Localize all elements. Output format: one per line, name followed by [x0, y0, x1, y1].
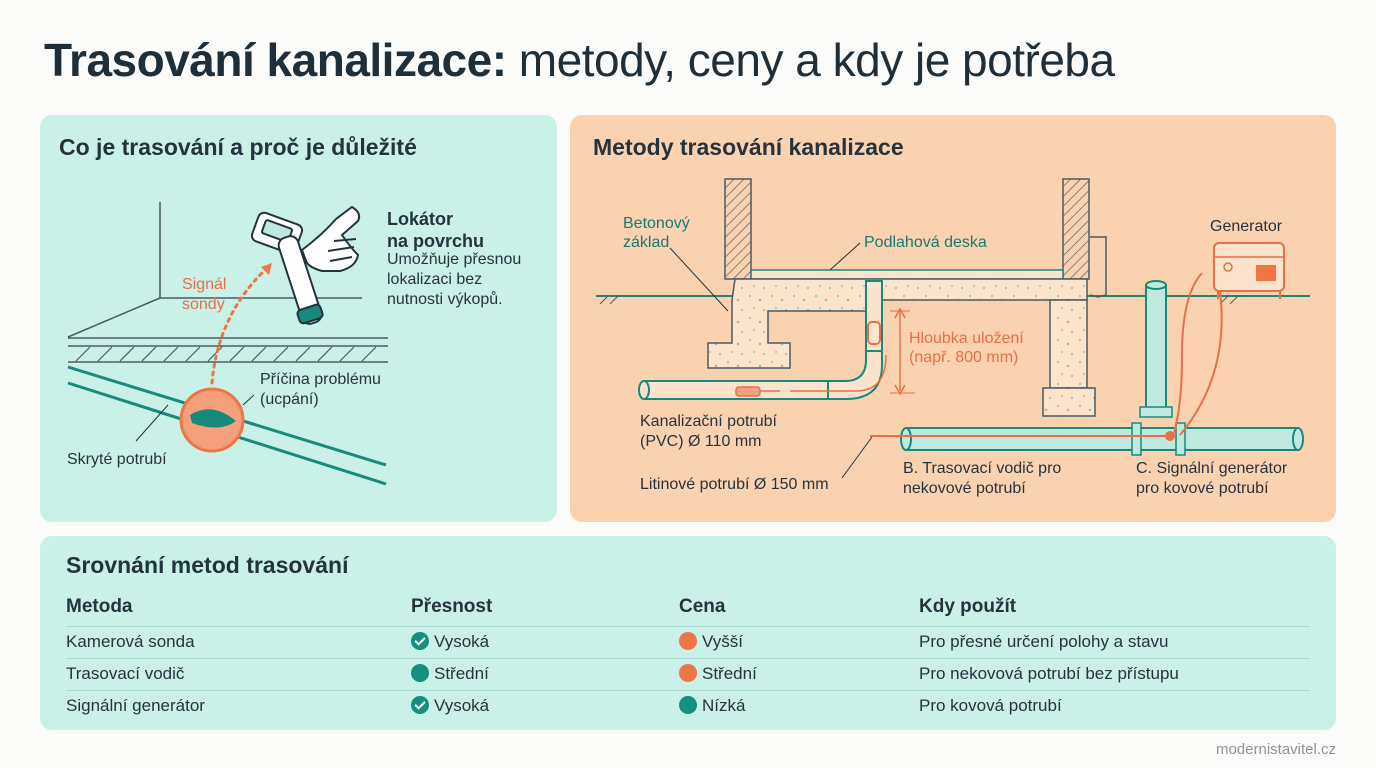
- teal-dot-icon: [679, 696, 697, 715]
- method-c-label-2: pro kovové potrubí: [1136, 480, 1269, 497]
- locator-title-2: na povrchu: [387, 231, 485, 251]
- teal-dot-icon: [411, 664, 429, 682]
- title-bold: Trasování kanalizace:: [44, 34, 507, 86]
- depth-label-2: (např. 800 mm): [909, 349, 1019, 366]
- price-value: Nízká: [702, 696, 746, 716]
- intro-heading: Co je trasování a proč je důležité: [59, 134, 417, 160]
- locator-desc-2: lokalizaci bez: [387, 271, 483, 288]
- method-c-label-1: C. Signální generátor: [1136, 460, 1288, 477]
- when-cell: Pro přesné určení polohy a stavu: [919, 625, 1310, 658]
- title-regular: metody, ceny a kdy je potřeba: [506, 34, 1115, 86]
- pvc-label-2: (PVC) Ø 110 mm: [640, 433, 762, 450]
- locator-desc-3: nutnosti výkopů.: [387, 291, 503, 308]
- column-header-method: Metoda: [66, 588, 411, 627]
- price-cell: Střední: [679, 657, 919, 690]
- cause-label-1: Příčina problému: [260, 371, 381, 388]
- floor-slab-label: Podlahová deska: [864, 234, 987, 251]
- signal-label-2: sondy: [182, 296, 225, 313]
- generator-label: Generator: [1210, 218, 1283, 235]
- comparison-heading: Srovnání metod trasování: [66, 552, 349, 578]
- price-cell: Nízká: [679, 689, 919, 722]
- comparison-panel: Srovnání metod trasování Metoda Přesnost…: [40, 536, 1336, 730]
- locator-illustration: [67, 202, 388, 486]
- method-cell: Kamerová sonda: [66, 625, 411, 658]
- table-row: Kamerová sonda Vysoká Vyšší Pro přesné u…: [66, 625, 1310, 658]
- column-header-price: Cena: [679, 588, 919, 627]
- methods-panel: Metody trasování kanalizace Betonový zák…: [570, 115, 1336, 522]
- method-cell: Signální generátor: [66, 689, 411, 722]
- method-cell: Trasovací vodič: [66, 657, 411, 690]
- accuracy-value: Vysoká: [434, 696, 490, 716]
- cast-iron-label: Litinové potrubí Ø 150 mm: [640, 476, 829, 493]
- cause-label-2: (ucpání): [260, 391, 319, 408]
- price-value: Vyšší: [702, 632, 743, 651]
- locator-title-1: Lokátor: [387, 209, 454, 229]
- check-icon: [411, 696, 429, 715]
- accuracy-cell: Vysoká: [411, 689, 679, 722]
- table-row: Trasovací vodič Střední Střední Pro neko…: [66, 657, 1310, 690]
- cross-section-diagram: [596, 178, 1310, 479]
- price-value: Střední: [702, 664, 757, 683]
- comparison-table: Metoda Přesnost Cena Kdy použít Kamerová…: [66, 588, 1310, 722]
- orange-dot-icon: [679, 664, 697, 682]
- accuracy-value: Vysoká: [434, 632, 490, 651]
- column-header-accuracy: Přesnost: [411, 588, 679, 627]
- method-b-label-2: nekovové potrubí: [903, 480, 1026, 497]
- concrete-label-2: základ: [623, 234, 670, 251]
- orange-dot-icon: [679, 632, 697, 650]
- footer-site-link[interactable]: modernistavitel.cz: [1215, 741, 1336, 758]
- page-title: Trasování kanalizace: metody, ceny a kdy…: [44, 30, 1115, 90]
- method-b-label-1: B. Trasovací vodič pro: [903, 460, 1062, 477]
- signal-label-1: Signál: [182, 276, 227, 293]
- table-header-row: Metoda Přesnost Cena Kdy použít: [66, 588, 1310, 627]
- accuracy-cell: Střední: [411, 657, 679, 690]
- locator-desc-1: Umožňuje přesnou: [387, 251, 522, 268]
- accuracy-value: Střední: [434, 664, 489, 683]
- pvc-label-1: Kanalizační potrubí: [640, 413, 777, 430]
- methods-heading: Metody trasování kanalizace: [593, 134, 904, 160]
- accuracy-cell: Vysoká: [411, 625, 679, 658]
- column-header-when: Kdy použít: [919, 588, 1310, 627]
- locator-device: [250, 205, 361, 325]
- check-icon: [411, 632, 429, 650]
- depth-label-1: Hloubka uložení: [909, 330, 1024, 347]
- when-cell: Pro kovová potrubí: [919, 689, 1310, 722]
- when-cell: Pro nekovová potrubí bez přístupu: [919, 657, 1310, 690]
- intro-panel: Co je trasování a proč je důležité Lokát…: [40, 115, 557, 522]
- concrete-label-1: Betonový: [623, 215, 690, 232]
- price-cell: Vyšší: [679, 625, 919, 658]
- hidden-pipe-label: Skryté potrubí: [67, 451, 167, 468]
- table-row: Signální generátor Vysoká Nízká Pro kovo…: [66, 689, 1310, 722]
